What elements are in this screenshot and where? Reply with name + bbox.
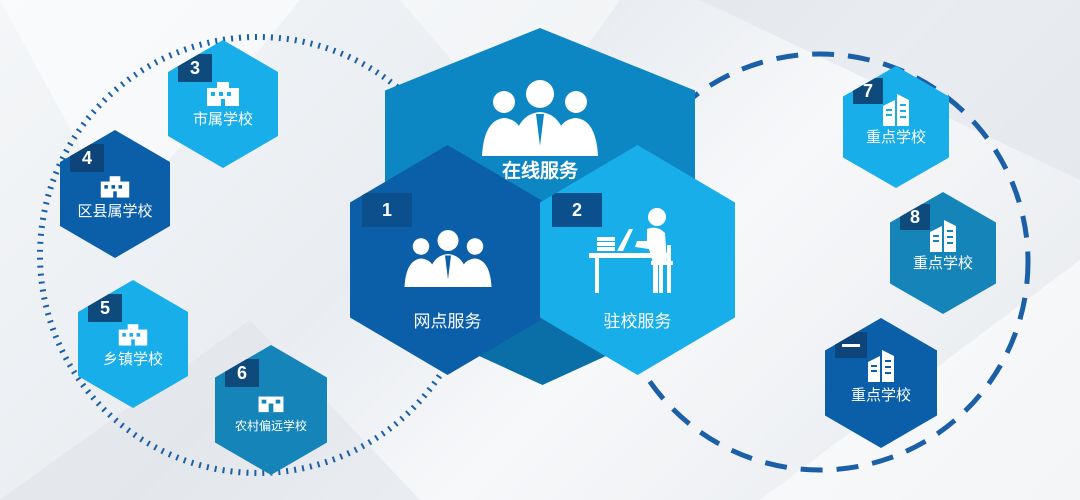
people-group-icon (385, 76, 695, 156)
school-hex-8[interactable]: 8 重点学校 (890, 192, 996, 314)
campus-service-label: 驻校服务 (603, 312, 672, 331)
school-label-8: 重点学校 (912, 255, 973, 272)
office-tower-icon (890, 218, 996, 252)
building-icon (60, 174, 170, 198)
school-label-7: 重点学校 (865, 129, 926, 146)
school-label-9: 重点学校 (850, 387, 911, 404)
office-tower-icon (825, 348, 937, 382)
office-tower-icon (843, 92, 949, 126)
school-hex-5[interactable]: 5 乡镇学校 (78, 280, 188, 408)
building-icon (168, 80, 278, 106)
building-icon (78, 322, 188, 346)
campus-number-tab: 2 (552, 193, 602, 227)
building-icon (215, 391, 327, 413)
school-hex-7[interactable]: 7 重点学校 (843, 66, 949, 188)
school-label-3: 市属学校 (192, 111, 253, 128)
school-label-4: 区县属学校 (77, 203, 153, 220)
school-number-3: 3 (178, 54, 212, 82)
online-service-label: 在线服务 (501, 161, 578, 182)
branch-number-tab: 1 (362, 193, 412, 227)
school-hex-9[interactable]: 重点学校 (825, 318, 937, 448)
branch-service-label: 网点服务 (413, 312, 482, 331)
person-at-desk-icon (540, 205, 735, 295)
school-label-5: 乡镇学校 (102, 351, 163, 368)
school-label-6: 农村偏远学校 (234, 419, 307, 433)
people-group-icon (350, 227, 545, 287)
